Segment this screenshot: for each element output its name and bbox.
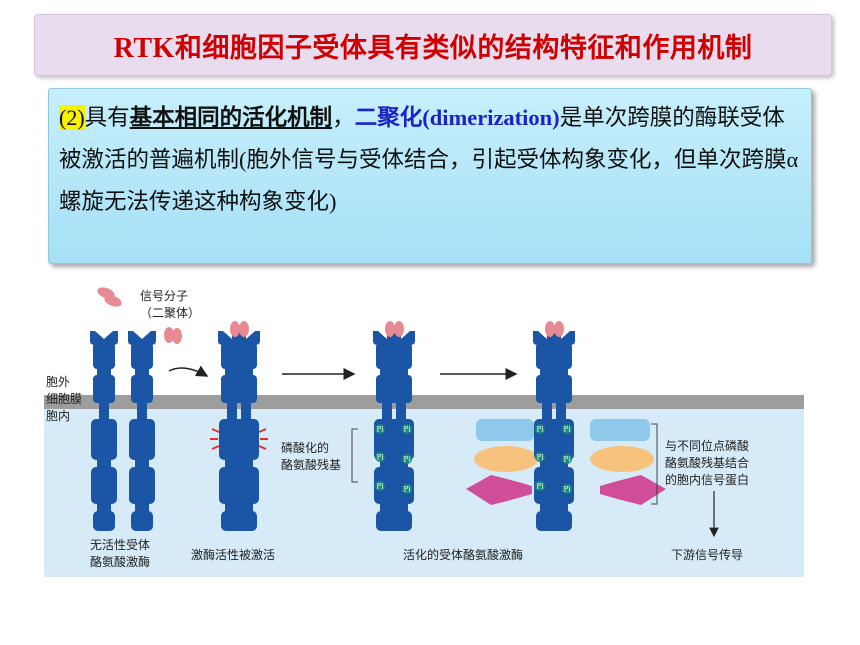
signaling-protein-orange <box>474 446 654 472</box>
cell-membrane <box>44 395 804 409</box>
phospho-label-line1: 磷酸化的 <box>281 440 329 455</box>
para-paren-close: ) <box>329 189 337 214</box>
inactive-receptor-left <box>90 331 118 531</box>
activation-burst-icon <box>210 428 268 450</box>
content-text-box: (2)具有基本相同的活化机制，二聚化(dimerization)是单次跨膜的酶联… <box>48 88 812 264</box>
para-dimerization-en: (dimerization) <box>422 105 560 130</box>
caption-downstream: 下游信号传导 <box>671 547 743 562</box>
rtk-activation-diagram: Pi Pi Pi Pi Pi Pi 信号分子 （二聚体） 胞外 细胞膜 胞内 <box>44 279 804 577</box>
caption-inactive-line2: 酪氨酸激酶 <box>90 554 150 569</box>
para-dimerization-cn: 二聚化 <box>354 105 423 131</box>
binding-label-line2: 酪氨酸残基结合 <box>665 455 749 470</box>
signal-label-line1: 信号分子 <box>140 289 188 303</box>
item-number: (2) <box>59 105 85 130</box>
signaling-protein-blue <box>476 419 650 441</box>
binding-label-line3: 的胞内信号蛋白 <box>665 472 749 487</box>
caption-kinase-activated: 激酶活性被激活 <box>191 547 275 562</box>
phospho-bracket <box>351 428 358 483</box>
inactive-receptor-right <box>128 331 156 531</box>
content-paragraph: (2)具有基本相同的活化机制，二聚化(dimerization)是单次跨膜的酶联… <box>59 97 801 223</box>
signaling-protein-pink <box>466 475 666 505</box>
para-text-2: 是单次跨膜的酶联受体被激活的普遍机制 <box>59 105 785 173</box>
binding-bracket <box>651 423 658 505</box>
cytoplasm-area <box>44 409 804 577</box>
para-emphasis: 基本相同的活化机制 <box>129 105 333 131</box>
dimerized-receptor <box>218 321 260 531</box>
slide-title: RTK和细胞因子受体具有类似的结构特征和作用机制 <box>114 26 753 65</box>
caption-active-rtk: 活化的受体酪氨酸激酶 <box>403 547 523 562</box>
para-text-4: 螺旋无法传递这种构象变化 <box>59 189 330 215</box>
slide-title-rest: 和细胞因子受体具有类似的结构特征和作用机制 <box>174 32 753 64</box>
slide-title-latin: RTK <box>113 32 175 64</box>
para-paren-open: ( <box>239 147 247 172</box>
signal-molecule-icon <box>97 287 182 344</box>
extracellular-label: 胞外 <box>46 375 70 389</box>
signal-label-line2: （二聚体） <box>140 306 200 320</box>
arrow-1 <box>168 365 209 377</box>
phospho-label-line2: 酪氨酸残基 <box>281 457 341 472</box>
slide-title-banner: RTK和细胞因子受体具有类似的结构特征和作用机制 <box>34 14 832 76</box>
para-alpha: α <box>786 147 799 172</box>
caption-inactive-line1: 无活性受体 <box>90 538 150 552</box>
intracellular-label: 胞内 <box>46 409 70 423</box>
para-text-3: 胞外信号与受体结合，引起受体构象变化，但单次跨膜 <box>246 147 787 173</box>
para-text-1: 具有 <box>84 105 130 131</box>
membrane-label: 细胞膜 <box>46 392 82 406</box>
para-comma: ， <box>332 105 355 131</box>
binding-label-line1: 与不同位点磷酸 <box>665 438 749 453</box>
